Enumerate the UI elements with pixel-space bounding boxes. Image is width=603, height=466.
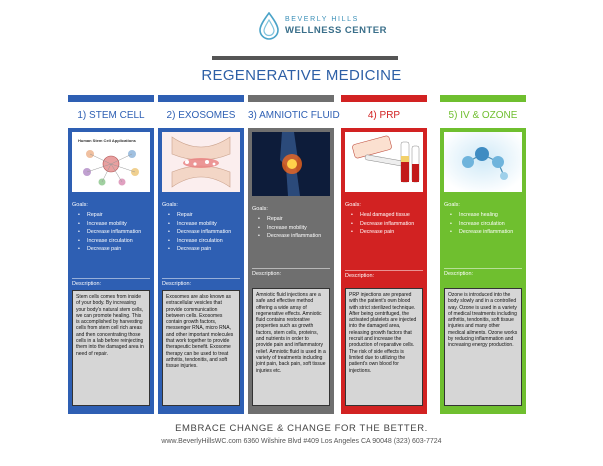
goals-label: Goals:	[252, 206, 268, 212]
goal-item: Decrease pain	[351, 229, 423, 236]
goals-list: Repair Increase mobility Decrease inflam…	[252, 216, 330, 240]
column-color-bar	[440, 95, 526, 102]
description-box: Amniotic fluid injections are a safe and…	[252, 288, 330, 406]
column-color-bar	[158, 95, 244, 102]
goal-item: Repair	[168, 212, 240, 219]
goal-item: Increase mobility	[168, 221, 240, 228]
goal-item: Decrease inflammation	[258, 233, 330, 240]
stem-cell-diagram-icon	[83, 150, 139, 186]
description-box: Ozone is introduced into the body slowly…	[444, 288, 522, 406]
goal-item: Increase mobility	[258, 225, 330, 232]
goal-item: Decrease inflammation	[78, 229, 150, 236]
divider	[345, 270, 423, 271]
logo: BEVERLY HILLS WELLNESS CENTER	[0, 8, 603, 48]
goals-list: Heal damaged tissue Decrease inflammatio…	[345, 212, 423, 236]
knee-joint-icon	[162, 132, 240, 192]
goals-label: Goals:	[162, 202, 178, 208]
goals-label: Goals:	[444, 202, 460, 208]
panel-exosomes: Goals: Repair Increase mobility Decrease…	[158, 128, 244, 414]
description-label: Description:	[345, 273, 375, 279]
amniotic-image	[252, 132, 330, 196]
image-caption: Human Stem Cell Applications	[78, 138, 136, 143]
description-box: PRP injections are prepared with the pat…	[345, 288, 423, 406]
description-label: Description:	[252, 271, 282, 277]
goal-item: Increase circulation	[450, 221, 522, 228]
goal-item: Decrease inflammation	[168, 229, 240, 236]
divider	[444, 268, 522, 269]
description-box: Stem cells comes from inside of your bod…	[72, 290, 150, 406]
exosomes-image	[162, 132, 240, 192]
prp-image	[345, 132, 423, 192]
panel-stem-cell: Human Stem Cell Applications Goals: Repa…	[68, 128, 154, 414]
column-title: 2) EXOSOMES	[166, 110, 236, 121]
molecule-icon	[444, 132, 522, 192]
stem-cell-image: Human Stem Cell Applications	[72, 132, 150, 192]
goals-label: Goals:	[72, 202, 88, 208]
water-drop-icon	[259, 12, 279, 40]
description-label: Description:	[72, 281, 102, 287]
column-prp: 4) PRP	[341, 95, 427, 130]
column-amniotic-fluid: 3) AMNIOTIC FLUID	[248, 95, 340, 130]
goal-item: Decrease inflammation	[450, 229, 522, 236]
logo-line2: WELLNESS CENTER	[285, 25, 387, 36]
goal-item: Increase circulation	[168, 238, 240, 245]
column-color-bar	[68, 95, 154, 102]
panel-iv-ozone: Goals: Increase healing Increase circula…	[440, 128, 526, 414]
blood-tube-icon	[345, 132, 423, 192]
column-iv-ozone: 5) IV & OZONE	[440, 95, 526, 130]
footer-tagline: EMBRACE CHANGE & CHANGE FOR THE BETTER.	[175, 423, 428, 434]
panel-amniotic-fluid: Goals: Repair Increase mobility Decrease…	[248, 128, 334, 414]
header-divider	[212, 56, 398, 60]
column-title: 4) PRP	[367, 110, 401, 121]
goal-item: Decrease inflammation	[351, 221, 423, 228]
goal-item: Heal damaged tissue	[351, 212, 423, 219]
divider	[162, 278, 240, 279]
goal-item: Repair	[78, 212, 150, 219]
description-label: Description:	[162, 281, 192, 287]
goal-item: Decrease pain	[78, 246, 150, 253]
column-color-bar	[341, 95, 427, 102]
goal-item: Increase healing	[450, 212, 522, 219]
column-title: 1) STEM CELL	[77, 110, 145, 121]
ozone-image	[444, 132, 522, 192]
description-label: Description:	[444, 271, 474, 277]
column-title: 5) IV & OZONE	[448, 110, 518, 121]
column-title: 3) AMNIOTIC FLUID	[248, 110, 340, 121]
goals-label: Goals:	[345, 202, 361, 208]
knee-pain-icon	[252, 132, 330, 196]
panel-prp: Goals: Heal damaged tissue Decrease infl…	[341, 128, 427, 414]
goal-item: Repair	[258, 216, 330, 223]
goal-item: Increase circulation	[78, 238, 150, 245]
goals-list: Repair Increase mobility Decrease inflam…	[162, 212, 240, 253]
goal-item: Decrease pain	[168, 246, 240, 253]
column-stem-cell: 1) STEM CELL	[68, 95, 154, 130]
description-box: Exosomes are also known as extracellular…	[162, 290, 240, 406]
divider	[72, 278, 150, 279]
goals-list: Repair Increase mobility Decrease inflam…	[72, 212, 150, 253]
page-title: REGENERATIVE MEDICINE	[201, 67, 402, 84]
column-exosomes: 2) EXOSOMES	[158, 95, 244, 130]
divider	[252, 268, 330, 269]
goal-item: Increase mobility	[78, 221, 150, 228]
logo-line1: BEVERLY HILLS	[285, 16, 359, 23]
footer-contact: www.BeverlyHillsWC.com 6360 Wilshire Blv…	[161, 438, 442, 445]
goals-list: Increase healing Increase circulation De…	[444, 212, 522, 236]
column-color-bar	[248, 95, 334, 102]
